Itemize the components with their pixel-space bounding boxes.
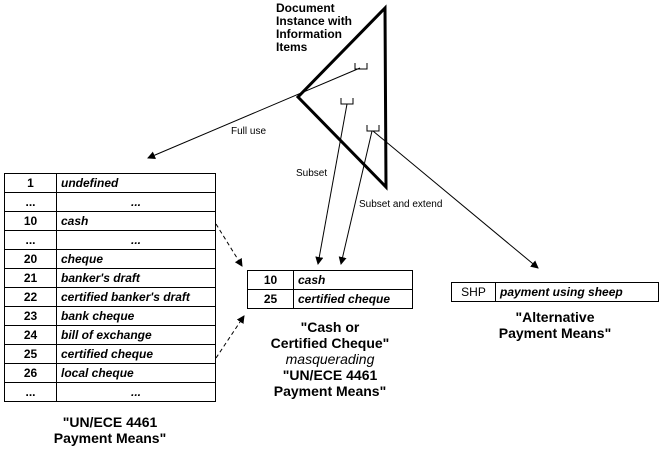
document-label: Document Instance with Information Items xyxy=(276,2,352,54)
caption-line: Payment Means" xyxy=(273,383,387,399)
caption-line: "Cash or xyxy=(300,319,360,335)
right-table-caption: "Alternative Payment Means" xyxy=(451,309,659,341)
document-label-line: Document xyxy=(276,1,335,15)
code-cell: 10 xyxy=(247,270,294,290)
table-row: ...... xyxy=(4,230,216,250)
desc-cell: ... xyxy=(56,230,216,250)
subset-arrow-1 xyxy=(315,103,348,265)
desc-cell: bill of exchange xyxy=(56,325,216,345)
table-row: ...... xyxy=(4,192,216,212)
caption-line: Certified Cheque" xyxy=(270,335,390,351)
desc-cell: cheque xyxy=(56,249,216,269)
desc-cell: ... xyxy=(56,192,216,212)
code-cell: 22 xyxy=(4,287,57,307)
code-cell: SHP xyxy=(451,282,496,302)
desc-cell: ... xyxy=(56,382,216,402)
code-cell: 26 xyxy=(4,363,57,383)
caption-line: masquerading xyxy=(285,351,375,367)
code-cell: ... xyxy=(4,382,57,402)
code-cell: 24 xyxy=(4,325,57,345)
caption-line: Payment Means" xyxy=(53,430,167,446)
desc-cell: certified cheque xyxy=(56,344,216,364)
document-triangle xyxy=(295,4,388,191)
document-label-line: Instance with xyxy=(276,14,353,28)
document-label-line: Items xyxy=(276,40,308,54)
desc-cell: undefined xyxy=(56,173,216,193)
code-cell: 23 xyxy=(4,306,57,326)
full-use-label: Full use xyxy=(231,126,267,137)
full-use-arrow xyxy=(147,67,361,159)
caption-line: "UN/ECE 4461 xyxy=(62,414,158,430)
subset-extend-arrow xyxy=(372,130,539,269)
dashed-arrow-cheque xyxy=(215,315,245,359)
desc-cell: cash xyxy=(293,270,413,290)
left-table-caption: "UN/ECE 4461 Payment Means" xyxy=(4,414,216,446)
code-cell: 1 xyxy=(4,173,57,193)
code-cell: ... xyxy=(4,192,57,212)
desc-cell: local cheque xyxy=(56,363,216,383)
code-cell: 10 xyxy=(4,211,57,231)
caption-line: Payment Means" xyxy=(498,325,612,341)
desc-cell: certified cheque xyxy=(293,289,413,309)
subset-label: Subset xyxy=(296,168,328,179)
code-cell: 20 xyxy=(4,249,57,269)
caption-line: "UN/ECE 4461 xyxy=(282,367,378,383)
code-cell: 25 xyxy=(247,289,294,309)
code-cell: ... xyxy=(4,230,57,250)
info-item-bracket-1 xyxy=(354,63,368,70)
subset-arrow-2 xyxy=(338,130,373,265)
desc-cell: payment using sheep xyxy=(495,282,659,302)
middle-table-caption: "Cash or Certified Cheque" masquerading … xyxy=(237,319,423,399)
desc-cell: bank cheque xyxy=(56,306,216,326)
code-cell: 25 xyxy=(4,344,57,364)
desc-cell: cash xyxy=(56,211,216,231)
dashed-arrow-cash xyxy=(215,223,243,267)
desc-cell: certified banker's draft xyxy=(56,287,216,307)
table-row: ...... xyxy=(4,382,216,402)
caption-line: "Alternative xyxy=(515,309,595,325)
code-cell: 21 xyxy=(4,268,57,288)
document-label-line: Information xyxy=(276,27,342,41)
subset-extend-label: Subset and extend xyxy=(359,199,443,210)
desc-cell: banker's draft xyxy=(56,268,216,288)
